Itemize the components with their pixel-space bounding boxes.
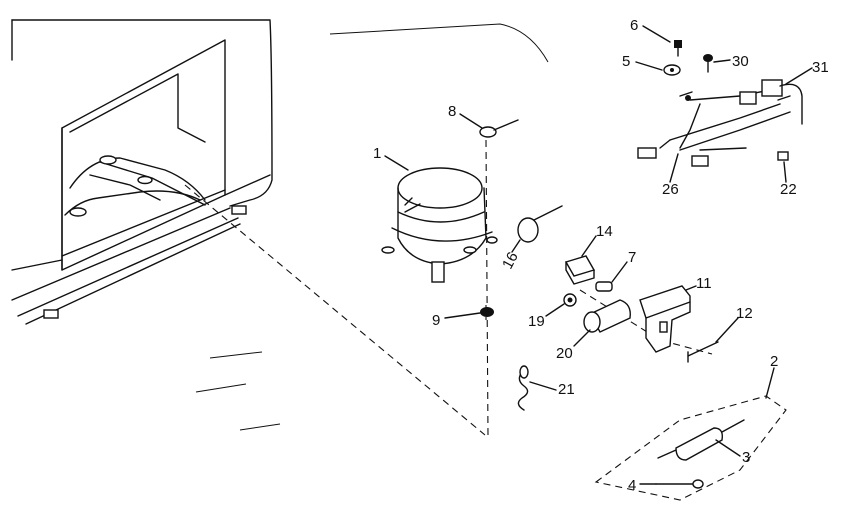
wiring-harness-part-26 <box>637 89 791 167</box>
relay-cover-part-14 <box>564 255 596 285</box>
label-part-8: 8 <box>448 103 456 120</box>
label-part-19: 19 <box>528 313 545 330</box>
clip-part-8 <box>479 119 519 138</box>
label-part-6: 6 <box>630 17 638 34</box>
screw-part-6 <box>674 40 682 57</box>
label-part-16: 16 <box>499 249 522 272</box>
label-part-22: 22 <box>780 181 797 198</box>
label-leaders <box>384 25 813 485</box>
wiring-harness-part-31 <box>761 79 803 125</box>
label-part-20: 20 <box>556 345 573 362</box>
label-part-14: 14 <box>596 223 613 240</box>
grommet-part-9 <box>480 307 494 317</box>
screw-part-12 <box>687 341 719 363</box>
label-part-7: 7 <box>628 249 636 266</box>
label-part-9: 9 <box>432 312 440 329</box>
label-part-12: 12 <box>736 305 753 322</box>
capacitor-part-20 <box>583 299 631 333</box>
drier-kit-part-2 <box>594 395 787 501</box>
wire-clip-part-21 <box>517 365 529 411</box>
protector-part-16 <box>517 205 563 243</box>
label-part-1: 1 <box>373 145 381 162</box>
connector-part-22 <box>777 151 789 161</box>
cabinet-illustration <box>11 19 549 431</box>
label-part-21: 21 <box>558 381 575 398</box>
label-part-4: 4 <box>628 477 636 494</box>
compressor-part-1 <box>381 167 498 283</box>
label-part-5: 5 <box>622 53 630 70</box>
part-labels: 1 2 3 4 5 6 7 8 9 11 12 14 16 19 20 21 2… <box>373 17 829 494</box>
label-part-3: 3 <box>742 449 750 466</box>
terminal-part-7 <box>595 281 613 292</box>
nut-part-19 <box>563 293 577 307</box>
screw-part-30 <box>703 54 713 73</box>
label-part-26: 26 <box>662 181 679 198</box>
label-part-30: 30 <box>732 53 749 70</box>
label-part-11: 11 <box>696 275 712 292</box>
relay-bracket-part-11 <box>639 285 691 353</box>
washer-part-5 <box>663 64 681 76</box>
label-part-2: 2 <box>770 353 778 370</box>
label-part-31: 31 <box>812 59 829 76</box>
